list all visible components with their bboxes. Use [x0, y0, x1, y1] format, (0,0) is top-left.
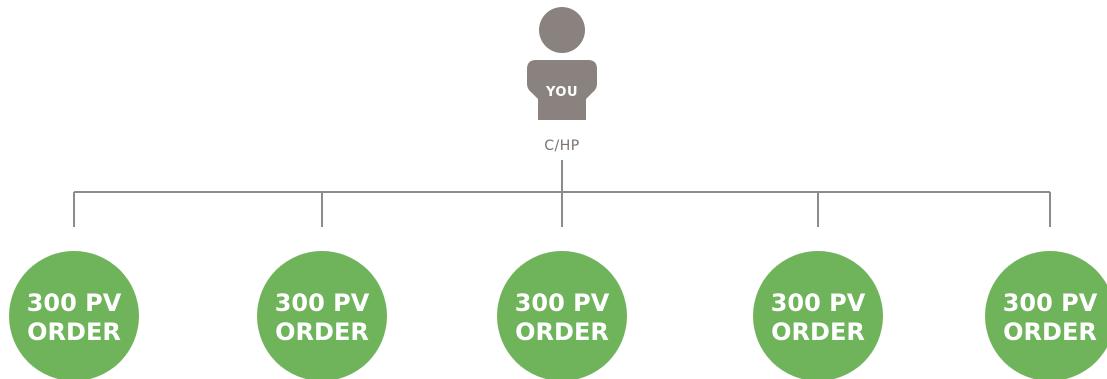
order-node-line2: ORDER	[515, 318, 609, 346]
order-node-line2: ORDER	[27, 318, 121, 346]
connector-lines	[73, 160, 1051, 227]
order-node-line1: 300 PV	[771, 289, 866, 317]
order-node-circle	[257, 251, 387, 379]
person-role-label: C/HP	[544, 138, 579, 154]
order-node-line1: 300 PV	[515, 289, 610, 317]
order-node-circle	[753, 251, 883, 379]
order-node-circle	[9, 251, 139, 379]
person-body-icon	[527, 60, 597, 120]
order-node-circle	[497, 251, 627, 379]
order-node-line2: ORDER	[1003, 318, 1097, 346]
person-head-icon	[539, 7, 585, 53]
order-node-line1: 300 PV	[27, 289, 122, 317]
root-person: YOU C/HP	[527, 7, 597, 154]
order-node-line1: 300 PV	[1003, 289, 1098, 317]
order-node-line2: ORDER	[275, 318, 369, 346]
order-node-circle	[985, 251, 1107, 379]
order-node-line1: 300 PV	[275, 289, 370, 317]
person-label: YOU	[545, 85, 578, 100]
order-node-line2: ORDER	[771, 318, 865, 346]
